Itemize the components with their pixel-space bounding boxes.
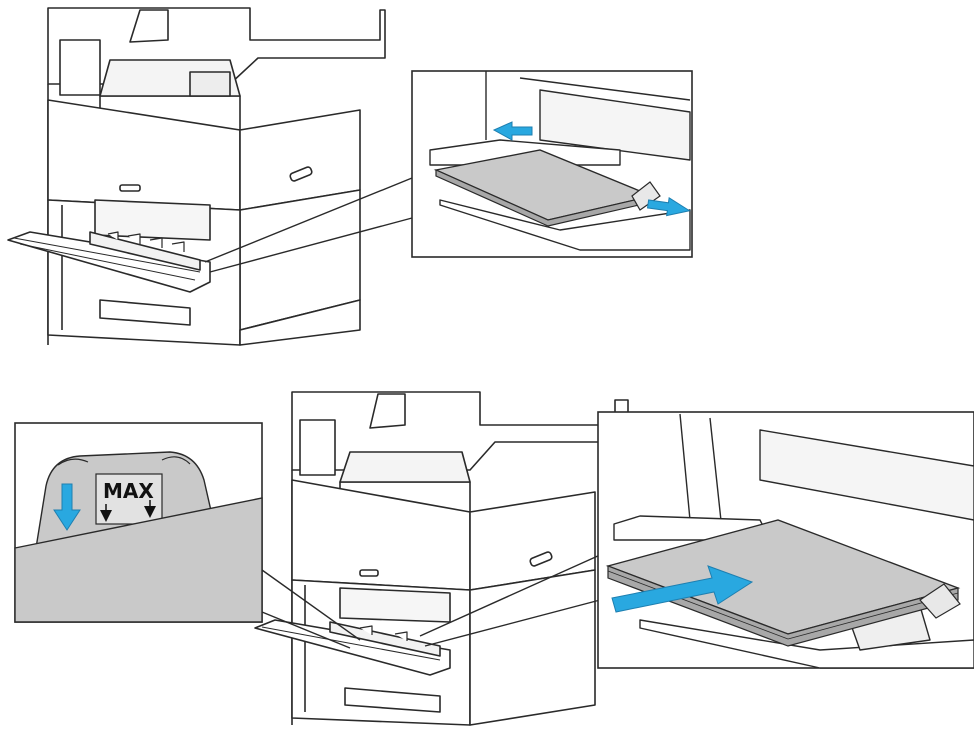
callout-max-fill-line: MAX: [15, 423, 262, 622]
top-printer: [8, 8, 385, 345]
callout-guides-detail: [412, 71, 692, 257]
max-label: MAX: [103, 479, 154, 503]
bottom-printer: [255, 392, 628, 725]
callout-paper-insert-detail: [598, 412, 974, 668]
